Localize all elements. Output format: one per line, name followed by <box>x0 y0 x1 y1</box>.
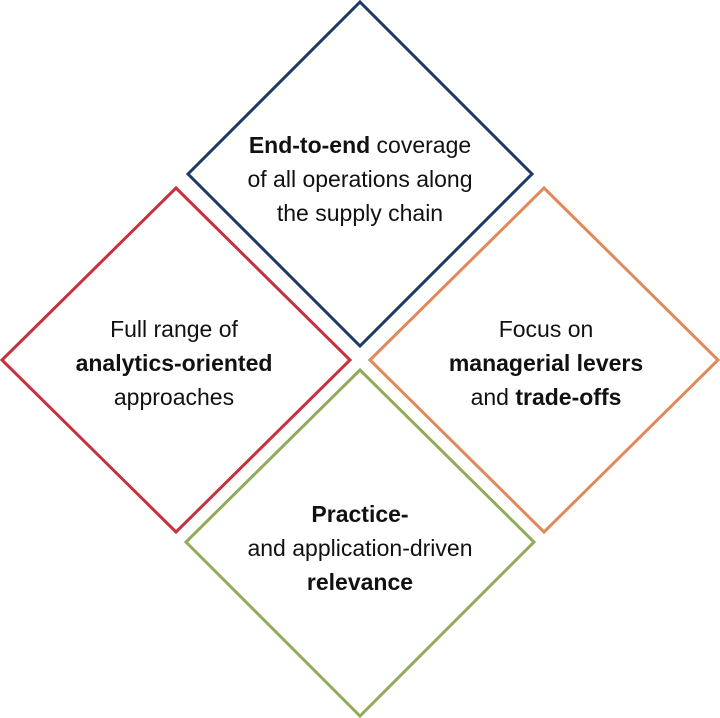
label-line: relevance <box>210 565 510 599</box>
label-text: approaches <box>113 384 235 410</box>
label-text: Focus on <box>498 316 594 342</box>
label-line: the supply chain <box>210 196 510 230</box>
label-line: End-to-end coverage <box>210 128 510 162</box>
label-line: Practice- <box>210 497 510 531</box>
label-line: managerial levers <box>396 346 696 380</box>
label-text: Full range of <box>110 316 238 342</box>
label-line: approaches <box>24 380 324 414</box>
diamond-left-label: Full range of analytics-oriented approac… <box>24 312 324 414</box>
label-bold-text: managerial levers <box>448 350 644 376</box>
diamond-bottom <box>183 367 537 718</box>
label-text: the supply chain <box>276 200 444 226</box>
label-line: analytics-oriented <box>24 346 324 380</box>
label-bold-text: relevance <box>306 569 414 595</box>
label-text: and application-driven <box>247 535 473 561</box>
diamond-left <box>0 185 353 535</box>
label-text: coverage <box>370 132 472 158</box>
diamond-right-label: Focus on managerial levers and trade-off… <box>396 312 696 414</box>
label-text: of all operations along <box>247 166 473 192</box>
label-line: of all operations along <box>210 162 510 196</box>
diamond-bottom-label: Practice- and application-driven relevan… <box>210 497 510 599</box>
label-bold-text: End-to-end <box>248 132 371 158</box>
diamond-top-label: End-to-end coverage of all operations al… <box>210 128 510 230</box>
label-bold-text: Practice- <box>311 501 409 527</box>
label-line: Focus on <box>396 312 696 346</box>
diamond-right <box>367 185 720 535</box>
diamond-top <box>185 0 535 349</box>
label-line: and application-driven <box>210 531 510 565</box>
label-bold-text: analytics-oriented <box>75 350 273 376</box>
label-text: and <box>470 384 516 410</box>
label-line: and trade-offs <box>396 380 696 414</box>
label-bold-text: trade-offs <box>515 384 622 410</box>
label-line: Full range of <box>24 312 324 346</box>
